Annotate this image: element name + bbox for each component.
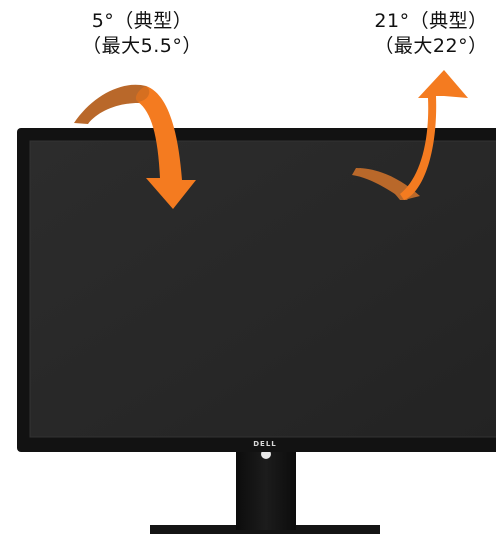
- stand-neck: [236, 448, 296, 530]
- tilt-forward-arrow-icon: [74, 84, 196, 209]
- tilt-backward-max: （最大22°）: [374, 35, 488, 57]
- tilt-forward-max: （最大5.5°）: [82, 35, 202, 57]
- tilt-forward-typical: 5°（典型）: [91, 10, 193, 32]
- tilt-backward-caption: 21°（典型） （最大22°）: [356, 9, 496, 59]
- tilt-backward-typical: 21°（典型）: [374, 10, 488, 32]
- tilt-forward-caption: 5°（典型） （最大5.5°）: [62, 9, 222, 59]
- monitor-bezel: [17, 128, 496, 452]
- monitor-screen: [30, 141, 496, 437]
- tilt-backward-arrow-icon: [352, 70, 468, 200]
- dell-logo: DELL: [253, 440, 277, 448]
